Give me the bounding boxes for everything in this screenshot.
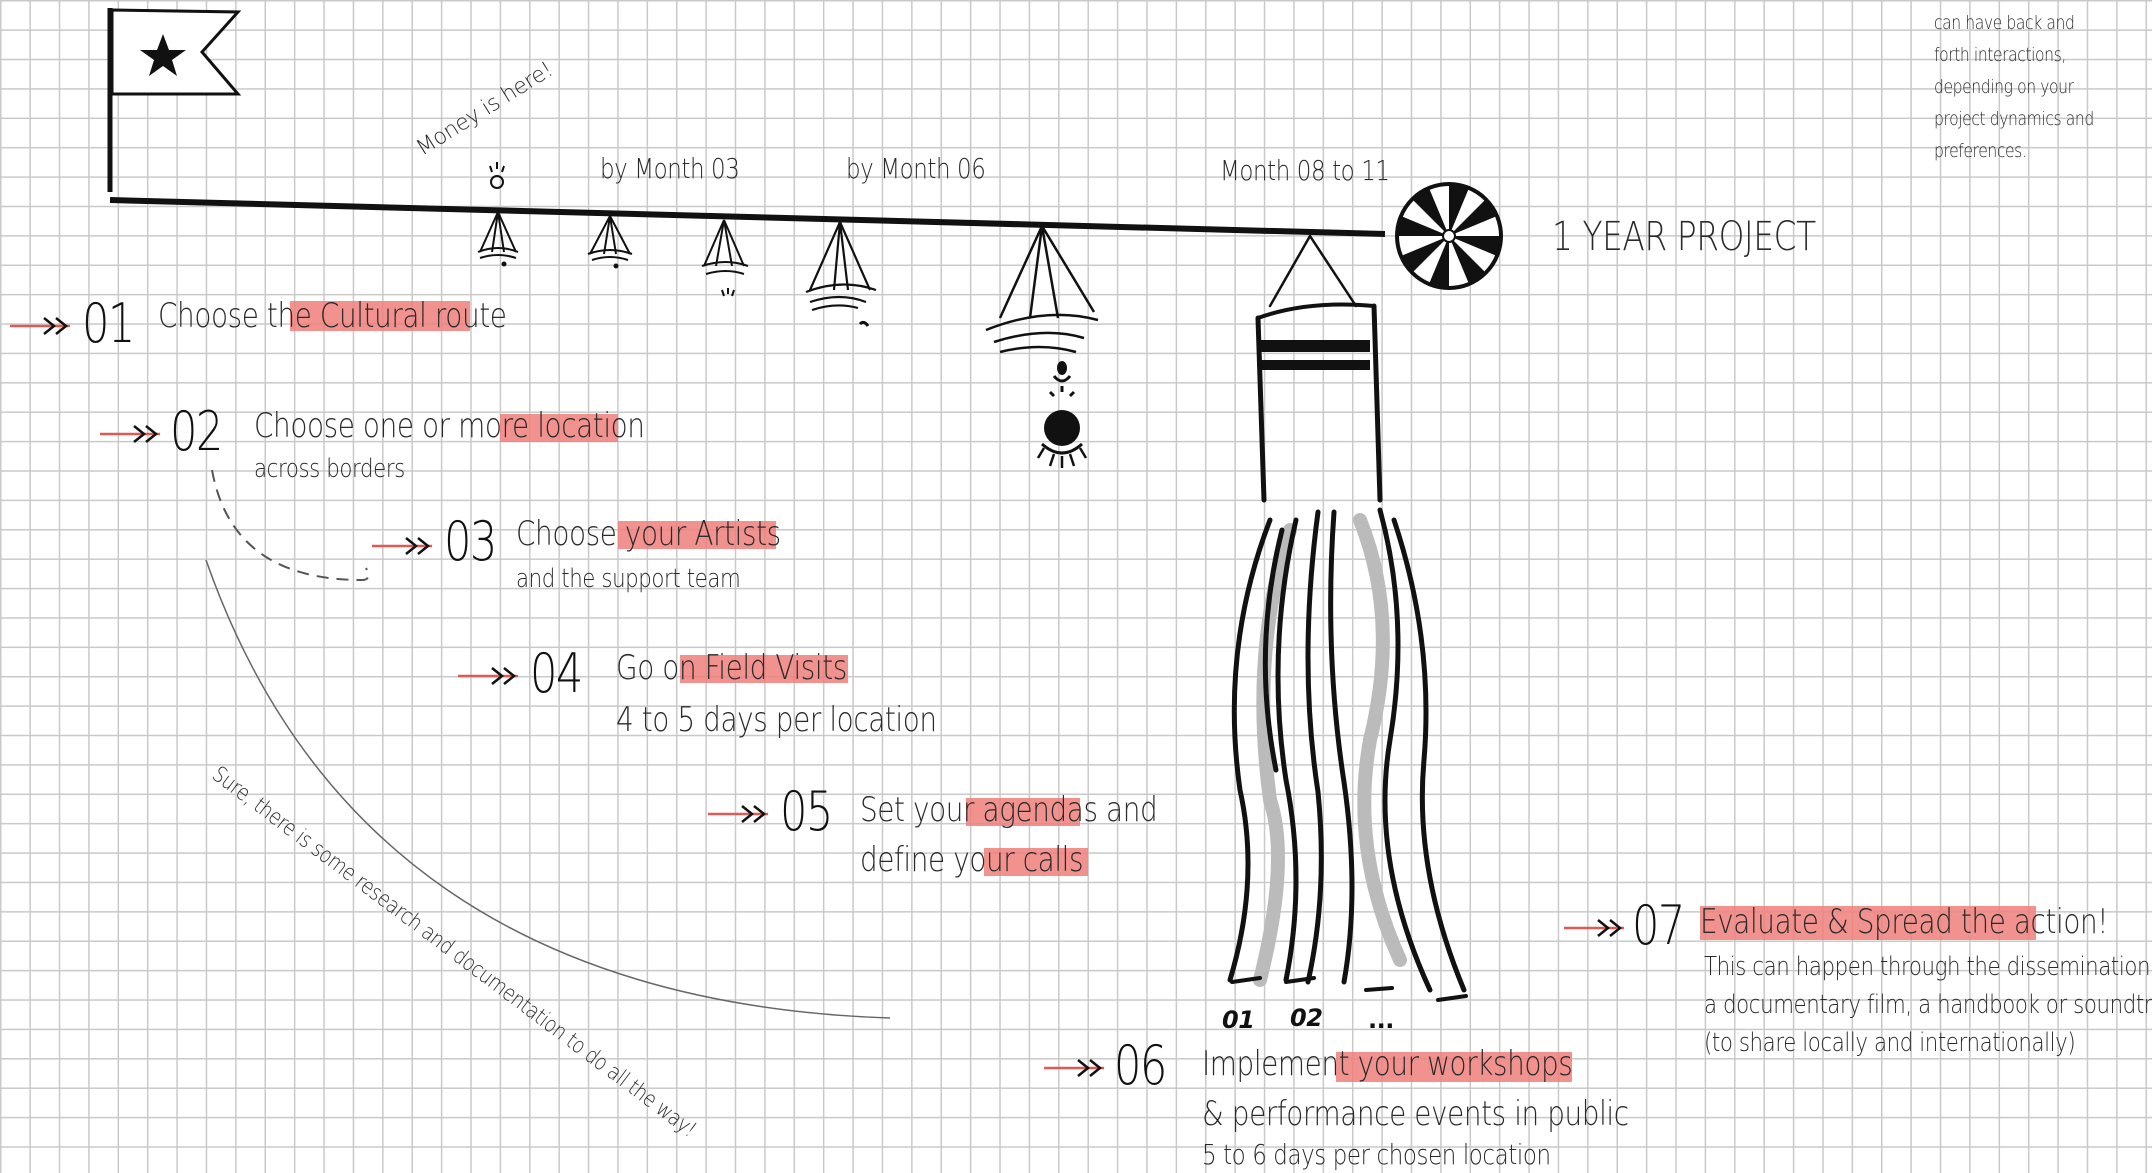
project-label: 1 YEAR PROJECT [1552, 214, 1816, 260]
arrow-icon-06 [1044, 1060, 1104, 1076]
step-number-03: 03 [444, 510, 496, 573]
loop-dashed [212, 470, 368, 580]
step-title-02: Choose one or more location [254, 406, 645, 446]
step-sub-06: 5 to 6 days per chosen location [1202, 1138, 1551, 1171]
step-prefix-01: Choose the [158, 296, 311, 336]
drop-icon [1038, 361, 1086, 468]
step-title-06: Implement your workshops [1202, 1044, 1572, 1084]
step-highlight-01: Cultural route [320, 296, 507, 336]
step-sub-07-line2: a documentary film, a handbook or soundt… [1704, 990, 2152, 1020]
cone-icon-1 [478, 212, 518, 266]
windsock-label-02: 02 [1290, 1004, 1322, 1032]
windsock-label-more: ... [1368, 1006, 1394, 1034]
step-sub-03: and the support team [516, 564, 740, 594]
step-line2-highlight-05: calls [1023, 840, 1083, 880]
step-prefix-03: Choose [516, 514, 616, 554]
arrow-icon-07 [1564, 920, 1624, 936]
arrow-icon-01 [10, 318, 70, 334]
cone-icon-3 [702, 220, 748, 296]
step-number-06: 06 [1114, 1034, 1166, 1097]
arrow-icon-04 [458, 668, 518, 684]
windsock-icon [1230, 236, 1466, 1000]
arrow-icon-03 [372, 538, 432, 554]
step-highlight-06: your workshops [1358, 1044, 1573, 1084]
flag-icon [110, 8, 238, 192]
step-prefix-04: Go on [616, 648, 696, 688]
pinwheel-icon [1397, 184, 1501, 288]
step-prefix-05: Set your [860, 790, 974, 830]
corner-note-line1: can have back and [1934, 12, 2074, 34]
step-suffix-07: ! [2097, 902, 2108, 942]
step-title-05: Set your agendas and [860, 790, 1157, 830]
cone-icon-4 [806, 222, 876, 326]
step-highlight-04: Field Visits [705, 648, 847, 688]
step-highlight-03: your Artists [625, 514, 781, 554]
step-title-03: Choose your Artists [516, 514, 781, 554]
step-number-05: 05 [780, 780, 832, 843]
corner-note-line4: project dynamics and [1934, 108, 2094, 130]
month-06-label: by Month 06 [846, 152, 985, 185]
step-highlight-07: Evaluate & Spread the action [1700, 902, 2097, 942]
step-prefix-02: Choose one or more [254, 406, 529, 446]
arrow-icon-02 [100, 426, 160, 442]
step-line2-05: define your calls [860, 840, 1083, 880]
step-highlight-05: agendas [983, 790, 1098, 830]
corner-note-line2: forth interactions, [1934, 44, 2066, 66]
step-sub-04: 4 to 5 days per location [616, 700, 937, 740]
step-line2-06: & performance events in public [1202, 1094, 1629, 1134]
step-sub-07-line3: (to share locally and internationally) [1704, 1028, 2075, 1058]
step-number-07: 07 [1632, 894, 1684, 957]
step-suffix-05: and [1106, 790, 1157, 830]
month-03-label: by Month 03 [600, 152, 739, 185]
step-number-01: 01 [82, 292, 134, 355]
arrow-icon-05 [708, 806, 768, 822]
timeline-bar [110, 200, 1385, 234]
step-prefix-06: Implement [1202, 1044, 1349, 1084]
step-title-01: Choose the Cultural route [158, 296, 506, 336]
step-title-07: Evaluate & Spread the action! [1700, 902, 2108, 942]
cone-icon-5 [986, 226, 1098, 352]
step-highlight-02: location [537, 406, 644, 446]
step-title-04: Go on Field Visits [616, 648, 847, 688]
money-icon [490, 162, 504, 188]
step-sub-07-line1: This can happen through the disseminatio… [1704, 952, 2152, 982]
corner-note-line5: preferences. [1934, 140, 2026, 162]
step-line2-prefix-05: define your [860, 840, 1014, 880]
step-sub-02: across borders [254, 454, 405, 484]
cone-icon-2 [588, 216, 632, 268]
step-number-04: 04 [530, 642, 582, 705]
step-number-02: 02 [170, 400, 222, 463]
month-08-11-label: Month 08 to 11 [1220, 154, 1390, 187]
windsock-label-01: 01 [1222, 1006, 1254, 1034]
corner-note-line3: depending on your [1934, 76, 2074, 98]
